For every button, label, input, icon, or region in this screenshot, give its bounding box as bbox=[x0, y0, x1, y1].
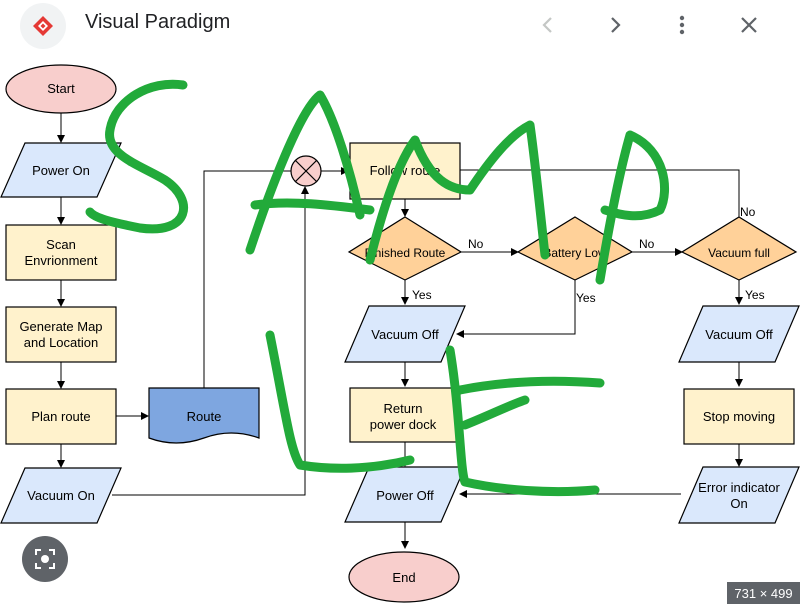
power-off-label: Power Off bbox=[376, 488, 434, 503]
chevron-right-icon[interactable] bbox=[598, 8, 632, 42]
error-label-line2: On bbox=[730, 496, 747, 511]
app-title: Visual Paradigm bbox=[85, 11, 231, 33]
no-label-finished: No bbox=[468, 237, 484, 251]
vacuum-on-label: Vacuum On bbox=[27, 488, 95, 503]
flowchart-canvas: Start Power On Scan Envrionment Generate… bbox=[0, 64, 800, 603]
stop-moving-process bbox=[683, 388, 795, 445]
close-icon[interactable] bbox=[732, 8, 766, 42]
start-label: Start bbox=[47, 81, 75, 96]
power-on-io bbox=[0, 142, 122, 198]
error-indicator-io bbox=[678, 466, 800, 524]
plan-route-label: Plan route bbox=[31, 409, 90, 424]
lens-icon[interactable] bbox=[22, 536, 68, 582]
chevron-left-icon[interactable] bbox=[531, 8, 565, 42]
start-terminal bbox=[5, 64, 117, 114]
route-document bbox=[148, 387, 260, 444]
top-bar: Visual Paradigm bbox=[0, 0, 800, 50]
end-terminal bbox=[348, 551, 460, 603]
error-label-line1: Error indicator bbox=[698, 480, 780, 495]
no-label-battery: No bbox=[639, 237, 655, 251]
return-dock-process bbox=[349, 387, 461, 443]
generate-label-line2: and Location bbox=[24, 335, 98, 350]
vacuum-off-io-2 bbox=[678, 305, 800, 363]
generate-map-process bbox=[5, 306, 117, 363]
plan-route-process bbox=[5, 388, 117, 445]
yes-label-finished: Yes bbox=[412, 288, 432, 302]
or-junction bbox=[290, 155, 322, 187]
yes-label-battery: Yes bbox=[576, 291, 596, 305]
visual-paradigm-logo bbox=[20, 3, 66, 49]
finished-route-decision bbox=[347, 216, 463, 281]
stop-moving-label: Stop moving bbox=[703, 409, 775, 424]
battery-low-label: Battery Low bbox=[543, 246, 607, 260]
sample-watermark bbox=[85, 79, 670, 497]
scan-label-line1: Scan bbox=[46, 237, 76, 252]
vacuum-off-io-1 bbox=[344, 305, 466, 363]
power-off-io bbox=[344, 466, 466, 523]
finished-route-label: Finished Route bbox=[365, 246, 446, 260]
more-vert-icon[interactable] bbox=[665, 8, 699, 42]
yes-label-vacuum-full: Yes bbox=[745, 288, 765, 302]
vacuum-off-label-1: Vacuum Off bbox=[371, 327, 439, 342]
vacuum-full-decision bbox=[680, 216, 798, 281]
vacuum-on-io bbox=[0, 467, 122, 524]
follow-route-label: Follow route bbox=[370, 163, 441, 178]
image-dimensions-badge: 731 × 499 bbox=[727, 582, 800, 604]
route-label: Route bbox=[187, 409, 222, 424]
vacuum-off-label-2: Vacuum Off bbox=[705, 327, 773, 342]
end-label: End bbox=[392, 570, 415, 585]
scan-label-line2: Envrionment bbox=[25, 253, 98, 268]
no-label-vacuum-full: No bbox=[740, 205, 756, 219]
scan-environment-process bbox=[5, 224, 117, 281]
return-label-line2: power dock bbox=[370, 417, 437, 432]
return-label-line1: Return bbox=[383, 401, 422, 416]
generate-label-line1: Generate Map bbox=[19, 319, 102, 334]
power-on-label: Power On bbox=[32, 163, 90, 178]
vacuum-full-label: Vacuum full bbox=[708, 246, 770, 260]
